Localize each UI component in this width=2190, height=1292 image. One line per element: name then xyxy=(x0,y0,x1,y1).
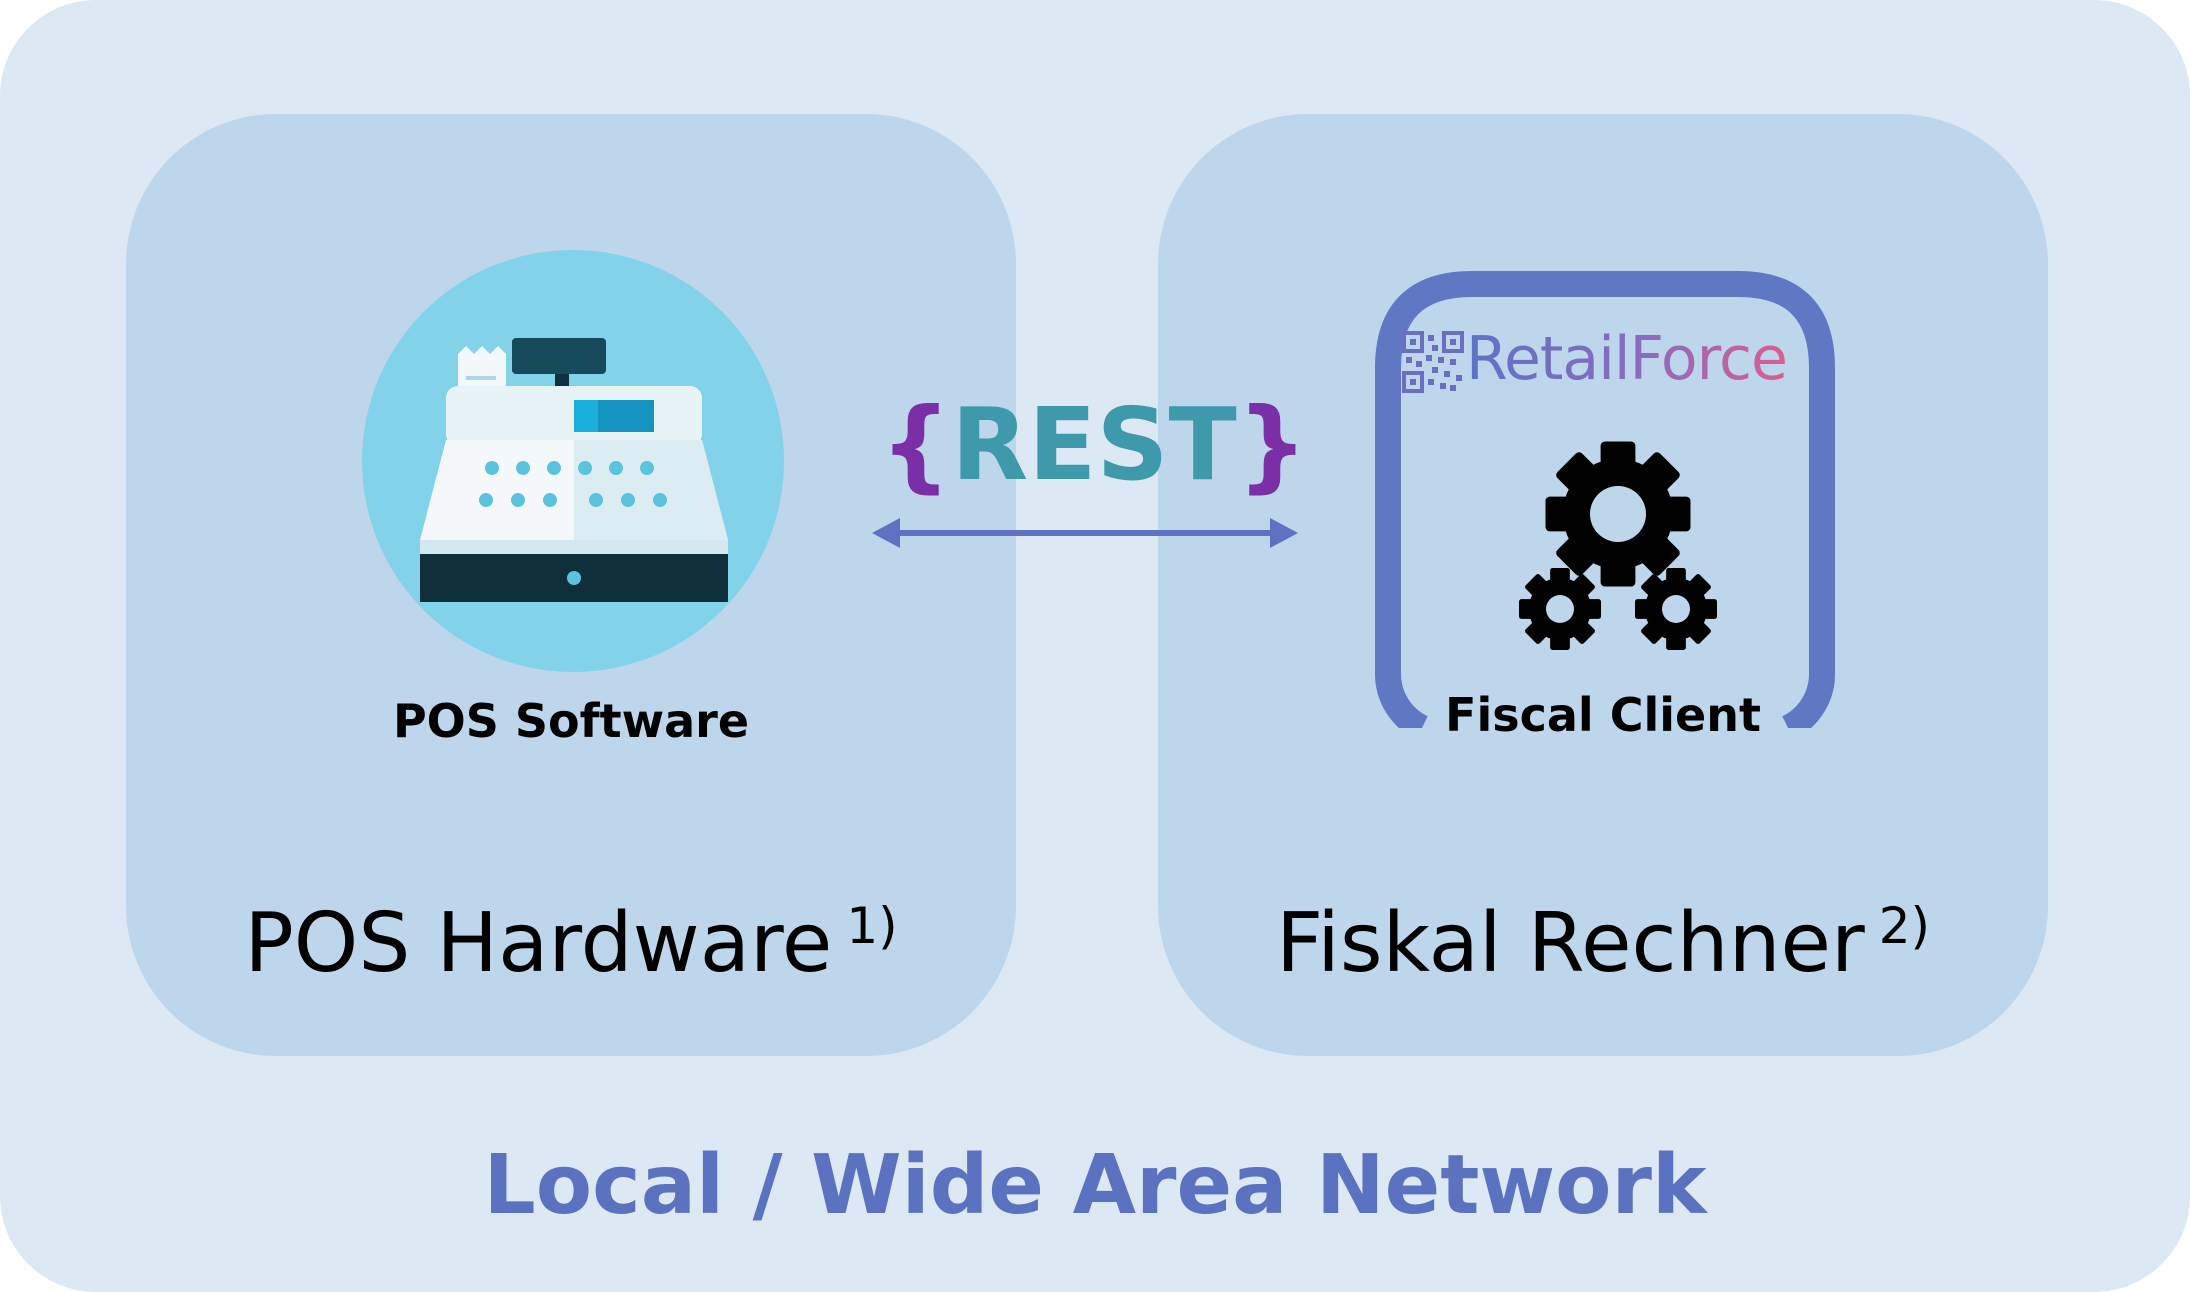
footnote-1: 1) xyxy=(846,897,898,955)
footnote-2: 2) xyxy=(1878,897,1931,955)
cash-register-icon xyxy=(420,338,728,602)
fiskal-rechner-text: Fiskal Rechner xyxy=(1275,896,1865,991)
network-label: Local / Wide Area Network xyxy=(483,1138,1707,1233)
fiscal-client-label: Fiscal Client xyxy=(1445,688,1761,742)
qr-code-icon xyxy=(1402,331,1464,393)
pos-hardware-text: POS Hardware xyxy=(244,896,833,991)
brace-open: { xyxy=(880,386,952,503)
rest-label: {REST} xyxy=(880,380,1308,510)
fiscal-client-frame xyxy=(1375,271,1835,728)
brace-close: } xyxy=(1236,386,1308,503)
double-headed-arrow xyxy=(872,518,1298,548)
retailforce-logo: RetailForce xyxy=(1402,319,1822,399)
gears-icon xyxy=(1519,441,1717,650)
rest-word: REST xyxy=(951,386,1237,503)
pos-software-label: POS Software xyxy=(392,694,750,748)
brand-name: RetailForce xyxy=(1466,319,1788,399)
fiskal-rechner-panel: RetailForce Fiscal Client xyxy=(1158,114,2048,1056)
